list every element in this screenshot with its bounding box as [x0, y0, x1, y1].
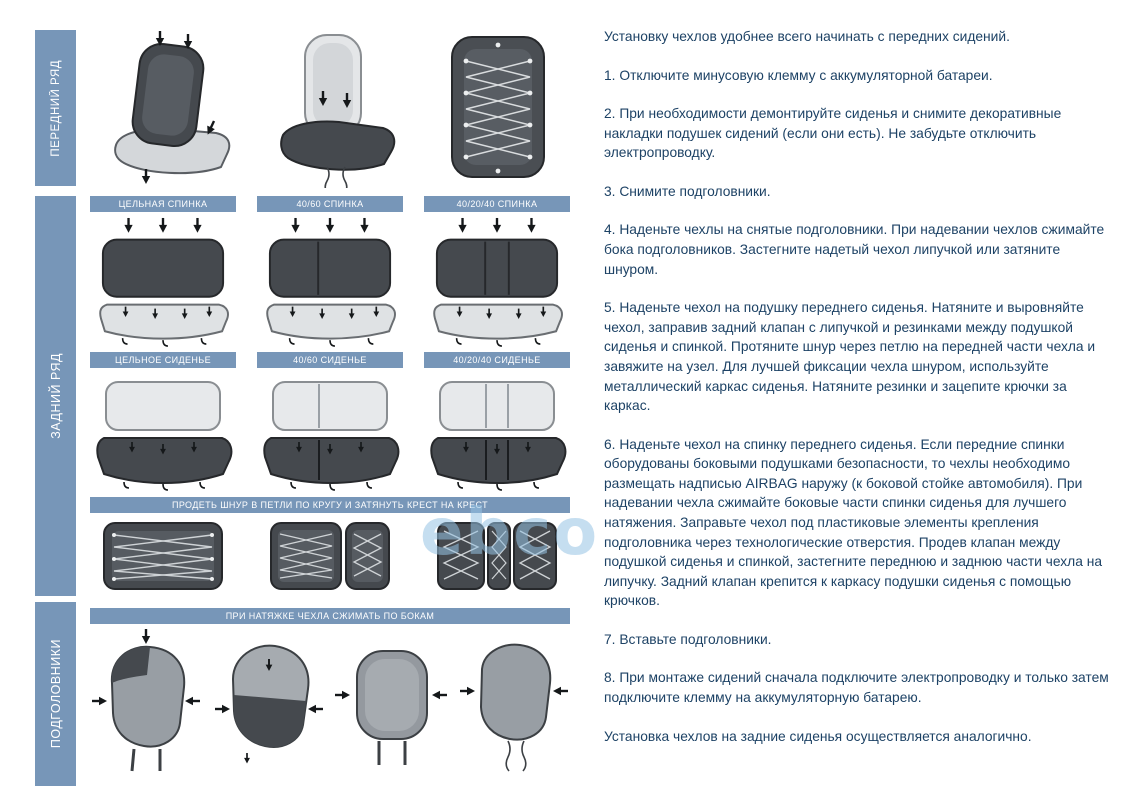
headrest-cord-icon	[458, 643, 570, 772]
front-row-diagrams	[90, 30, 570, 188]
front-seat-cushion-cover-diagram	[255, 30, 405, 188]
rear-cushion-solid-icon	[96, 381, 233, 491]
headrest-cover-pull-diagram	[213, 628, 325, 780]
headrest-cover-wrap-diagram	[90, 628, 202, 780]
rear-row-label-text: ЗАДНИЙ РЯД	[48, 353, 63, 439]
header-backrest-40-20-40: 40/20/40 СПИНКА	[424, 196, 570, 212]
instruction-step-8: 8. При монтаже сидений сначала подключит…	[604, 670, 1109, 706]
lacing-solid-diagram	[90, 517, 236, 595]
instruction-step-4: 4. Наденьте чехлы на снятые подголовники…	[604, 222, 1105, 277]
headrest-squeeze-icon	[335, 650, 448, 765]
headrest-cover-pull-icon	[213, 644, 324, 765]
header-headrests: ПРИ НАТЯЖКЕ ЧЕХЛА СЖИМАТЬ ПО БОКАМ	[90, 608, 570, 624]
rear-backrest-40-60-diagram	[257, 216, 403, 348]
lacing-40-20-40-icon	[437, 522, 557, 590]
instruction-outro: Установка чехлов на задние сиденья осуще…	[604, 728, 1032, 744]
headrest-cover-wrap-icon	[90, 628, 202, 772]
rear-backrest-solid-diagram	[90, 216, 236, 348]
front-seatback-lacing-icon	[451, 36, 545, 178]
header-cushion-40-60: 40/60 СИДЕНЬЕ	[257, 352, 403, 368]
rear-backrest-solid-icon	[99, 216, 229, 347]
rear-cushion-diagrams	[90, 372, 570, 494]
header-cushion-solid: ЦЕЛЬНОЕ СИДЕНЬЕ	[90, 352, 236, 368]
front-seat-cushion-cover-icon	[280, 34, 396, 188]
rear-cushion-solid-diagram	[90, 372, 236, 494]
headrests-section-label: ПОДГОЛОВНИКИ	[35, 602, 76, 786]
lacing-solid-icon	[103, 522, 223, 590]
rear-backrest-diagrams	[90, 216, 570, 348]
lacing-40-60-diagram	[257, 517, 403, 595]
lacing-diagrams	[90, 517, 570, 595]
front-row-label-text: ПЕРЕДНИЙ РЯД	[49, 59, 62, 157]
headrest-diagrams	[90, 628, 570, 780]
header-backrest-40-60: 40/60 СПИНКА	[257, 196, 403, 212]
rear-backrest-40-60-icon	[266, 216, 396, 347]
rear-cushion-40-60-diagram	[257, 372, 403, 494]
lacing-40-20-40-diagram	[424, 517, 570, 595]
rear-cushion-40-60-icon	[263, 381, 400, 491]
instruction-intro: Установку чехлов удобнее всего начинать …	[604, 29, 1010, 44]
instruction-step-1: 1. Отключите минусовую клемму с аккумуля…	[604, 67, 993, 83]
instruction-step-5: 5. Наденьте чехол на подушку переднего с…	[604, 300, 1096, 414]
header-backrest-solid: ЦЕЛЬНАЯ СПИНКА	[90, 196, 236, 212]
rear-row-section-label: ЗАДНИЙ РЯД	[35, 196, 76, 596]
lacing-40-60-icon	[270, 522, 390, 590]
rear-backrest-40-20-40-diagram	[424, 216, 570, 348]
front-seat-backrest-cover-icon	[114, 30, 231, 186]
headrests-label-text: ПОДГОЛОВНИКИ	[48, 639, 63, 749]
instruction-step-3: 3. Снимите подголовники.	[604, 183, 771, 199]
header-cushion-40-20-40: 40/20/40 СИДЕНЬЕ	[424, 352, 570, 368]
instruction-step-2: 2. При необходимости демонтируйте сидень…	[604, 106, 1062, 161]
rear-cushion-40-20-40-icon	[430, 381, 567, 491]
rear-backrest-40-20-40-icon	[433, 216, 563, 347]
headrest-squeeze-diagram	[335, 628, 448, 780]
instruction-step-7: 7. Вставьте подголовники.	[604, 631, 772, 647]
instructions-text: Установку чехлов удобнее всего начинать …	[604, 27, 1114, 765]
instruction-step-6: 6. Наденьте чехол на спинку переднего си…	[604, 436, 1102, 609]
front-seatback-lacing-diagram	[420, 30, 570, 188]
rear-cushion-40-20-40-diagram	[424, 372, 570, 494]
front-seat-backrest-cover-diagram	[90, 30, 240, 188]
front-row-section-label: ПЕРЕДНИЙ РЯД	[35, 30, 76, 186]
headrest-cord-diagram	[458, 628, 570, 780]
header-lacing: ПРОДЕТЬ ШНУР В ПЕТЛИ ПО КРУГУ И ЗАТЯНУТЬ…	[90, 497, 570, 513]
